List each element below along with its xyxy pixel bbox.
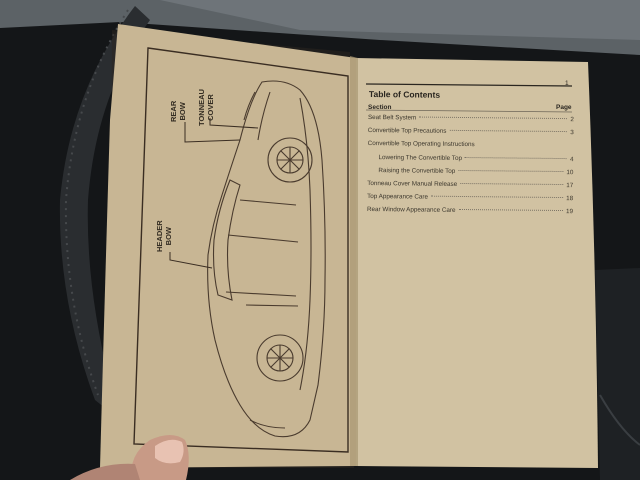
convertible-car-diagram	[207, 80, 326, 438]
diagram-frame	[133, 47, 349, 453]
toc-header-rule	[365, 109, 573, 113]
right-page	[356, 58, 598, 468]
toc-top-rule	[365, 83, 573, 87]
steering-wheel	[59, 6, 151, 420]
label-leader-lines	[169, 118, 259, 269]
